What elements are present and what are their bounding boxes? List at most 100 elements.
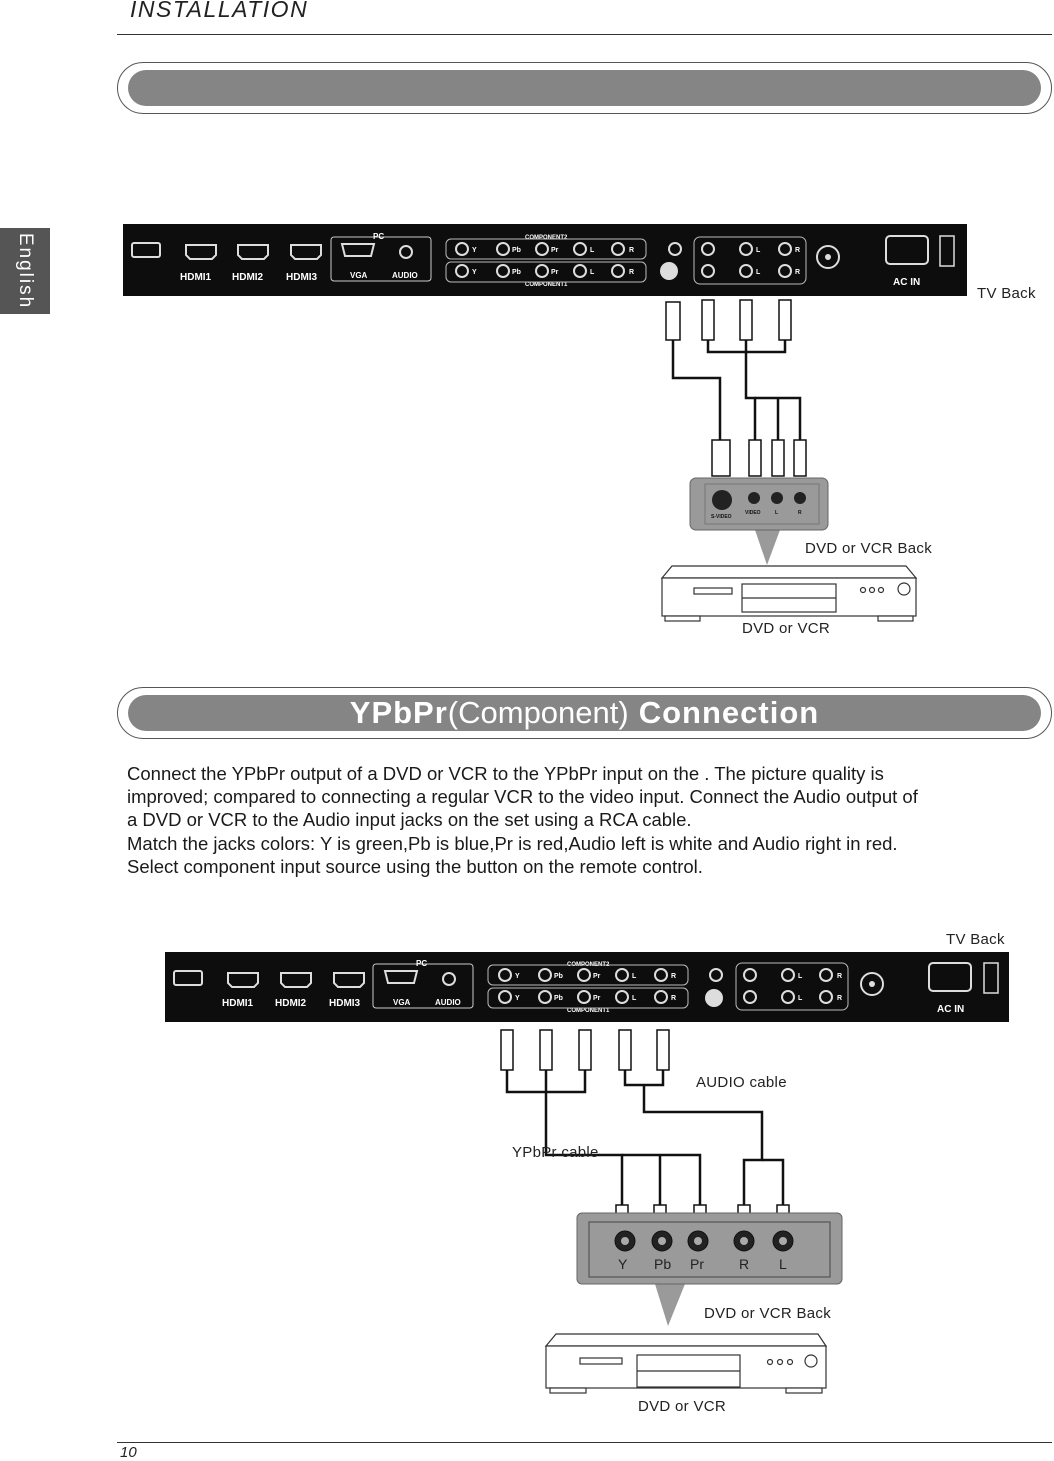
diagram2-device-label: DVD or VCR (638, 1398, 727, 1415)
vga-label: VGA (350, 271, 368, 280)
svg-text:L: L (756, 269, 761, 276)
svg-text:Y: Y (515, 973, 520, 980)
diagram1-device-back-label: DVD or VCR Back (805, 540, 933, 557)
svg-text:Pr: Pr (593, 973, 601, 980)
svg-text:Pb: Pb (654, 1256, 671, 1272)
svg-text:VIDEO: VIDEO (745, 510, 761, 516)
section1-banner-title (128, 70, 1041, 106)
section-header-title: INSTALLATION (130, 0, 309, 22)
section1-banner (117, 62, 1052, 114)
hdmi1-port-icon (185, 244, 217, 260)
diagram2-cables (505, 1070, 785, 1205)
svg-text:S-VIDEO: S-VIDEO (711, 514, 732, 520)
svg-text:VGA: VGA (393, 998, 411, 1007)
diagram2-ypbpr-cable-label: YPbPr cable (512, 1144, 599, 1161)
section2-paragraph-line-3: a DVD or VCR to the Audio input jacks on… (127, 809, 692, 830)
svg-text:L: L (798, 995, 803, 1002)
svg-text:Pr: Pr (593, 995, 601, 1002)
diagram2-device-back-label: DVD or VCR Back (704, 1305, 832, 1322)
section2-banner: YPbPr (Component) Connection (117, 687, 1052, 739)
hdmi1-label: HDMI1 (180, 272, 212, 283)
svg-text:L: L (798, 973, 803, 980)
svg-text:Pr: Pr (551, 269, 559, 276)
pc-audio-label: AUDIO (392, 271, 418, 280)
power-switch-icon (939, 235, 955, 267)
svg-text:AC IN: AC IN (937, 1004, 964, 1015)
hdmi2-label: HDMI2 (232, 272, 264, 283)
diagram1-device-label: DVD or VCR (742, 620, 831, 637)
section2-banner-title: YPbPr (Component) Connection (128, 695, 1041, 731)
diagram1-tv-back-label: TV Back (977, 285, 1036, 302)
header-rule (117, 34, 1052, 35)
device-s-video-jack-icon (712, 490, 732, 510)
svg-text:R: R (629, 269, 634, 276)
svg-text:R: R (739, 1256, 749, 1272)
ac-in-socket-icon (885, 235, 929, 265)
page-number: 10 (120, 1444, 137, 1461)
svg-text:Pb: Pb (512, 247, 521, 254)
diagram1-svg: HDMI1 HDMI2 HDMI3 PC VGA AUDIO COMPONENT… (123, 224, 967, 622)
diagram2-tv-back-label: TV Back (946, 931, 1005, 948)
s-video-port-icon (660, 262, 678, 280)
tv-back-panel-2: HDMI1 HDMI2 HDMI3 PC VGA AUDIO COMPONENT… (165, 952, 1009, 1022)
svg-text:R: R (798, 510, 802, 516)
svg-text:L: L (775, 510, 778, 516)
section2-paragraph-line-2: improved; compared to connecting a regul… (127, 786, 918, 807)
svg-text:L: L (632, 995, 637, 1002)
pc-label: PC (373, 232, 384, 241)
svg-text:R: R (837, 973, 842, 980)
svg-text:R: R (837, 995, 842, 1002)
antenna-port-icon (816, 245, 840, 269)
svg-text:PC: PC (416, 959, 427, 968)
svg-text:Y: Y (472, 269, 477, 276)
diagram1-tv-plugs (665, 299, 792, 341)
dvd-player-illustration-1 (660, 565, 918, 622)
hdmi3-label: HDMI3 (286, 272, 318, 283)
diagram1-device-plugs (711, 439, 807, 477)
svg-text:Y: Y (472, 247, 477, 254)
svg-text:COMPONENT1: COMPONENT1 (567, 1008, 610, 1014)
hdmi3-port-icon (290, 244, 322, 260)
svg-text:Pb: Pb (512, 269, 521, 276)
section2-paragraph-line-1: Connect the YPbPr output of a DVD or VCR… (127, 763, 884, 784)
diagram2-tv-plugs (500, 1029, 670, 1071)
svg-text:Pr: Pr (551, 247, 559, 254)
language-tab: English (0, 228, 50, 314)
svg-text:AUDIO: AUDIO (435, 998, 461, 1007)
diagram2-audio-cable-label: AUDIO cable (696, 1074, 787, 1091)
section2-paragraph-line-5: Select component input source using the … (127, 856, 703, 877)
usb-port-icon (131, 242, 161, 258)
svg-text:R: R (629, 247, 634, 254)
vga-port-icon (340, 243, 376, 257)
footer-rule (117, 1442, 1052, 1443)
svg-text:HDMI1: HDMI1 (222, 998, 254, 1009)
svg-text:Y: Y (618, 1256, 628, 1272)
svg-text:L: L (756, 247, 761, 254)
svg-text:Y: Y (515, 995, 520, 1002)
component2-label: COMPONENT2 (525, 235, 568, 241)
svg-text:R: R (795, 247, 800, 254)
svg-text:HDMI3: HDMI3 (329, 998, 361, 1009)
section2-title-bold: YPbPr (349, 695, 448, 730)
svg-text:Pr: Pr (690, 1256, 704, 1272)
svg-text:R: R (671, 995, 676, 1002)
pc-audio-jack-icon (399, 245, 413, 259)
svg-text:L: L (779, 1256, 787, 1272)
svg-text:Pb: Pb (554, 973, 563, 980)
ac-in-label: AC IN (893, 277, 920, 288)
section2-paragraph-line-4: Match the jacks colors: Y is green,Pb is… (127, 833, 898, 854)
tv-back-panel-1: HDMI1 HDMI2 HDMI3 PC VGA AUDIO COMPONENT… (123, 224, 967, 296)
svg-text:HDMI2: HDMI2 (275, 998, 307, 1009)
section2-title-mid: (Component) (447, 695, 629, 730)
device-back-panel-1: S-VIDEO VIDEO L R (689, 477, 829, 565)
svg-text:L: L (590, 247, 595, 254)
svg-text:R: R (671, 973, 676, 980)
hdmi2-port-icon (237, 244, 269, 260)
device-back-panel-2: Y Pb Pr R L (576, 1212, 843, 1326)
svg-text:Pb: Pb (554, 995, 563, 1002)
section2-title-end: Connection (638, 695, 820, 730)
diagram1-cables (671, 340, 802, 440)
dvd-player-illustration-2 (544, 1333, 828, 1394)
diagram2-svg: HDMI1 HDMI2 HDMI3 PC VGA AUDIO COMPONENT… (165, 952, 1009, 1394)
svg-text:L: L (632, 973, 637, 980)
